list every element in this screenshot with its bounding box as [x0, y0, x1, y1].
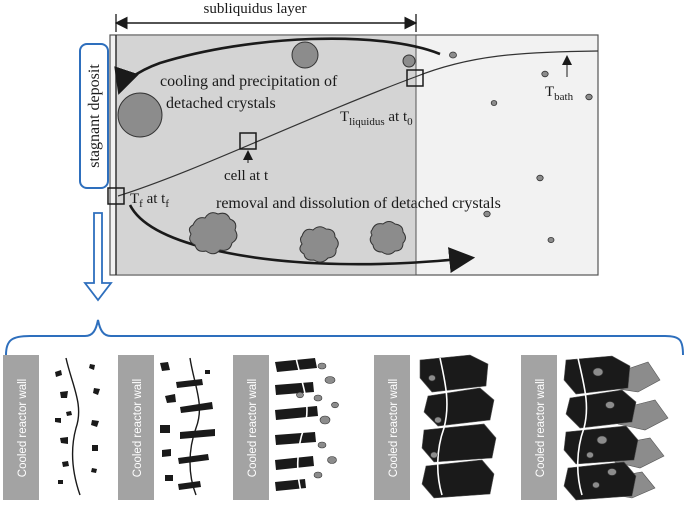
wall-label-4: Cooled reactor wall: [388, 379, 400, 477]
wall-bar-3: [233, 355, 269, 500]
cell-liquidus-box: [406, 69, 424, 87]
wall-bar-1: [3, 355, 39, 500]
wall-bar-4: [374, 355, 410, 500]
t-liquidus-label: Tliquidus at t0: [340, 109, 413, 128]
crystal-medium: [291, 41, 319, 69]
stagnant-deposit-label: stagnant deposit: [86, 64, 103, 168]
removal-label: removal and dissolution of detached crys…: [216, 195, 501, 212]
interface-line-3: [295, 357, 308, 496]
lower-flow-arrow: [128, 204, 476, 274]
wall-label-2: Cooled reactor wall: [132, 379, 144, 477]
dissolving-crystals: [188, 212, 406, 263]
blob-1: [188, 212, 238, 255]
interface-line-1: [65, 357, 81, 496]
stagnant-deposit-box: [79, 43, 109, 189]
stage-4: Cooled reactor wall: [374, 354, 497, 500]
blob-3: [369, 221, 406, 255]
interface-line-4: [436, 357, 448, 496]
cell-at-t-box: [239, 132, 257, 150]
stage-5: Cooled reactor wall: [521, 355, 669, 501]
interface-line-5: [576, 357, 588, 496]
stages-brace: [5, 319, 684, 356]
t-bath-label: Tbath: [545, 84, 574, 103]
crystal-small: [402, 54, 416, 68]
wall-bar-5: [521, 355, 557, 500]
zoom-down-arrow: [83, 212, 113, 302]
subliquidus-label: subliquidus layer: [204, 1, 307, 17]
cooling-label-line2: detached crystals: [166, 95, 276, 112]
upper-flow-arrow: [114, 37, 441, 95]
crystals-2: [160, 362, 215, 490]
blob-2: [299, 226, 339, 263]
wall-label-3: Cooled reactor wall: [247, 379, 259, 477]
crystals-1: [55, 364, 100, 484]
crystals-5: [563, 355, 639, 501]
stage-2: Cooled reactor wall: [118, 355, 215, 500]
tf-label: Tf at tf: [130, 191, 169, 210]
wall-label-5: Cooled reactor wall: [535, 379, 547, 477]
stage-3: Cooled reactor wall: [233, 355, 339, 500]
cell-at-t-label: cell at t: [224, 168, 269, 184]
bath-particles: [449, 51, 593, 243]
cooling-label-line1: cooling and precipitation of: [160, 73, 338, 90]
temperature-profile: [117, 50, 599, 197]
reactor-schematic: subliquidus layer: [107, 1, 599, 276]
interface-line-2: [189, 357, 201, 496]
wall-label-1: Cooled reactor wall: [17, 379, 29, 477]
wall-bar-2: [118, 355, 154, 500]
gray-particles-4: [428, 374, 442, 459]
crystals-3: [275, 358, 318, 491]
gray-particles-3: [296, 362, 339, 479]
crystal-large: [117, 92, 163, 138]
gray-particles-5: [586, 367, 617, 489]
stage-1: Cooled reactor wall: [3, 355, 100, 500]
cell-tf-box: [107, 187, 125, 205]
